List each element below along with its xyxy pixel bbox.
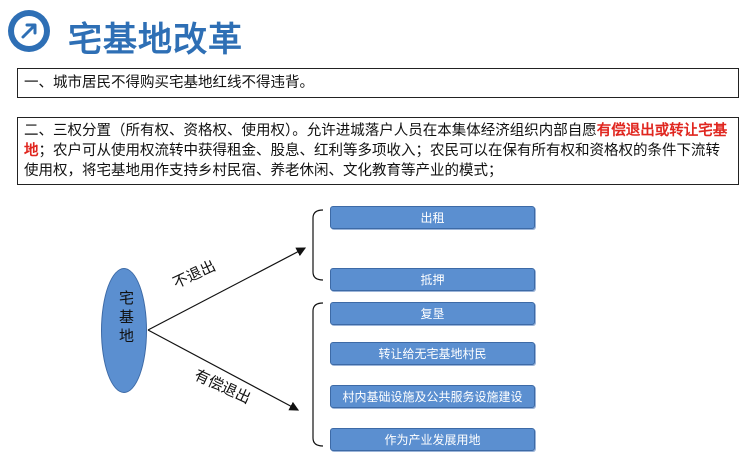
point-two-text-after: ；农户可从使用权流转中获得租金、股息、红利等多项收入；农民可以在保有所有权和资格… <box>24 143 720 179</box>
arrow-bottom <box>147 329 300 411</box>
point-two-box: 二、三权分置（所有权、资格权、使用权）。允许进城落户人员在本集体经济组织内部自愿… <box>17 117 739 185</box>
brace-bottom <box>312 302 324 447</box>
node-reclaim: 复垦 <box>330 302 535 325</box>
point-one-box: 一、城市居民不得购买宅基地红线不得违背。 <box>17 68 739 98</box>
point-two-text-before: 二、三权分置（所有权、资格权、使用权）。允许进城落户人员在本集体经济组织内部自愿 <box>24 123 597 139</box>
title-bar: 宅基地改革 <box>6 8 406 60</box>
page-title: 宅基地改革 <box>68 20 243 60</box>
point-one-text: 一、城市居民不得购买宅基地红线不得违背。 <box>24 75 314 91</box>
root-node <box>101 268 147 393</box>
node-rent: 出租 <box>330 206 535 229</box>
root-node-label: 宅基地 <box>117 290 135 347</box>
arrow-circle-icon <box>8 10 50 52</box>
brace-top <box>312 209 324 281</box>
point-two-highlight: 有偿退出或转让宅基地 <box>24 123 728 159</box>
node-infrastructure: 村内基础设施及公共服务设施建设 <box>330 385 535 408</box>
node-mortgage: 抵押 <box>330 268 535 291</box>
node-industry-land: 作为产业发展用地 <box>330 428 535 451</box>
node-transfer: 转让给无宅基地村民 <box>330 342 535 365</box>
arrow-top <box>147 247 307 331</box>
